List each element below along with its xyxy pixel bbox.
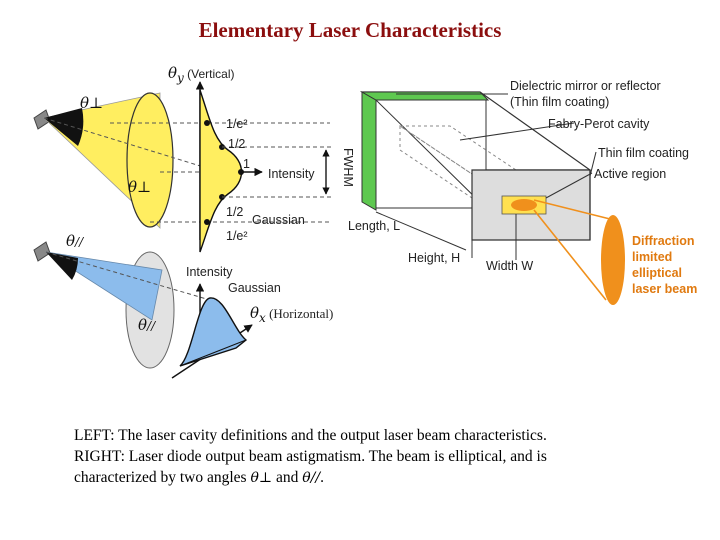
gaussian-profile-blue — [179, 297, 248, 367]
cavity-inner-diagonal — [374, 99, 487, 210]
caption-suffix: . — [320, 469, 324, 486]
figure-caption: LEFT: The laser cavity definitions and t… — [74, 425, 674, 489]
laser-chip-bottom — [33, 241, 51, 262]
theta-x-label: θx (Horizontal) — [250, 304, 333, 325]
vertical-angle-wedge — [44, 108, 84, 146]
e2-bottom-label: 1/e² — [226, 229, 248, 243]
one-label: 1 — [243, 157, 250, 171]
caption-and: and — [275, 469, 299, 486]
horizontal-beam-group: θ// θ// Intensity Gaussian θx (Horizonta… — [33, 232, 333, 379]
leader-active — [545, 172, 593, 199]
gaussian-bottom-label: Gaussian — [228, 281, 281, 295]
width-label: Width W — [486, 259, 533, 273]
length-label: Length, L — [348, 219, 400, 233]
theta-perp-inner: θ⊥ — [128, 178, 151, 196]
mirror-label-line1: Dielectric mirror or reflector — [510, 79, 661, 93]
gaussian-base-line — [179, 339, 247, 367]
caption-theta-perp: θ⊥ — [250, 470, 273, 486]
dielectric-mirror — [361, 91, 377, 211]
diffraction-line1: Diffraction — [632, 234, 695, 248]
half-top-label: 1/2 — [228, 137, 245, 151]
fwhm-label: FWHM — [341, 148, 355, 187]
caption-line2: RIGHT: Laser diode output beam astigmati… — [74, 448, 547, 465]
diffraction-line2: limited — [632, 250, 672, 264]
gaussian-profile-yellow — [199, 89, 243, 253]
half-bottom-label: 1/2 — [226, 205, 243, 219]
leader-thinfilm — [589, 151, 597, 177]
caption-line1: LEFT: The laser cavity definitions and t… — [74, 427, 547, 444]
caption-line3: characterized by two angles θ⊥ and θ//. — [74, 467, 674, 489]
beam-axis-dashed — [43, 117, 221, 173]
intensity-bottom-label: Intensity — [186, 265, 233, 279]
theta-par-inner: θ// — [138, 316, 157, 334]
beam-guide-top — [533, 199, 615, 221]
slide-title: Elementary Laser Characteristics — [198, 18, 502, 42]
beam-guide-bottom — [533, 209, 607, 301]
fabry-perot-label: Fabry-Perot cavity — [548, 117, 650, 131]
laser-cavity-group: Dielectric mirror or reflector (Thin fil… — [348, 79, 697, 305]
beam-axis-dashed-bottom — [45, 251, 211, 301]
diffraction-beam-ellipse — [601, 215, 625, 305]
caption-theta-par: θ// — [302, 470, 321, 486]
dot-peak — [238, 169, 244, 175]
intensity-top-label: Intensity — [268, 167, 315, 181]
thin-film-label: Thin film coating — [598, 146, 689, 160]
mirror-label-line2: (Thin film coating) — [510, 95, 609, 109]
leader-fabry — [459, 122, 575, 141]
caption-line3-prefix: characterized by two angles — [74, 469, 247, 486]
emission-spot — [511, 199, 537, 211]
dot-e2-bottom — [204, 219, 210, 225]
mirror-top-strip — [360, 91, 490, 101]
e2-top-label: 1/e² — [226, 117, 248, 131]
yellow-beam-ellipse — [126, 92, 174, 228]
dot-e2-top — [204, 120, 210, 126]
height-label: Height, H — [408, 251, 460, 265]
gaussian-top-label: Gaussian — [252, 213, 305, 227]
laser-figure: θy (Vertical) θ⊥ θ⊥ 1/e² 1/2 1 Intensity… — [33, 64, 697, 379]
theta-perp-top: θ⊥ — [80, 94, 103, 112]
active-region-label: Active region — [594, 167, 666, 181]
theta-par-top: θ// — [66, 232, 85, 250]
diffraction-line4: laser beam — [632, 282, 697, 296]
diffraction-line3: elliptical — [632, 266, 682, 280]
theta-y-label: θy (Vertical) — [168, 64, 235, 85]
length-dim — [375, 211, 467, 251]
vertical-beam-group: θy (Vertical) θ⊥ θ⊥ 1/e² 1/2 1 Intensity… — [33, 64, 355, 253]
